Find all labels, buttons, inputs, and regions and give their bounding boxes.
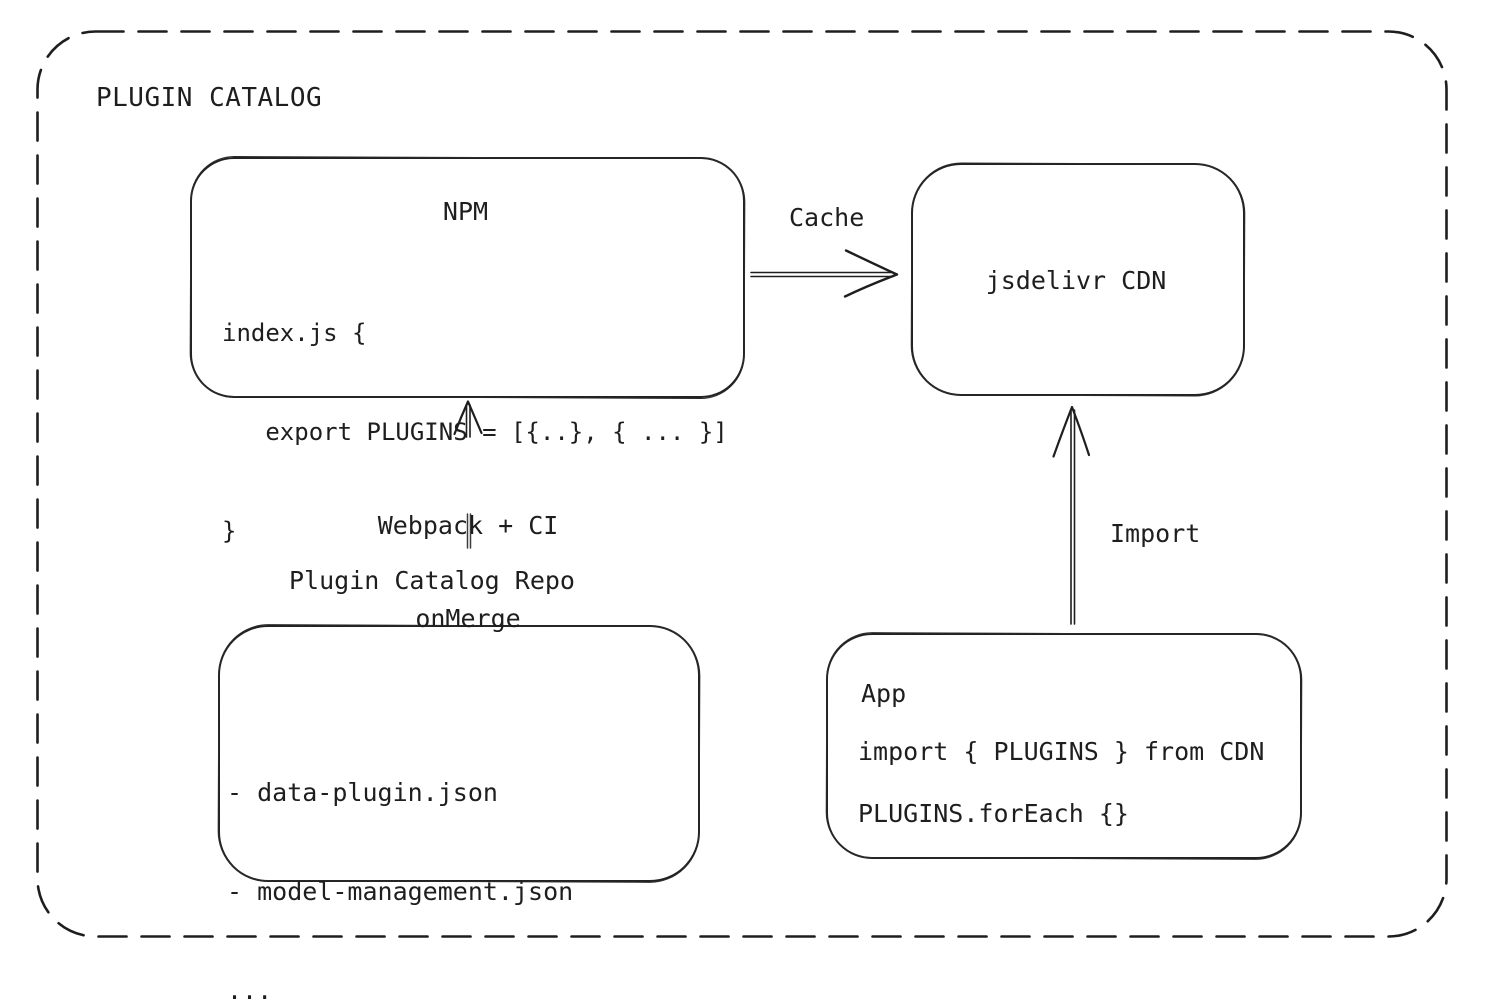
- repo-file-item: ...: [227, 976, 273, 1002]
- repo-file-item: - data-plugin.json: [227, 778, 498, 807]
- repo-file-list: - data-plugin.json - model-management.js…: [227, 710, 573, 1002]
- app-code-line: PLUGINS.forEach {}: [858, 799, 1129, 828]
- app-box-title: App: [861, 679, 907, 708]
- npm-box-title: NPM: [442, 197, 489, 226]
- import-arrow: [1052, 405, 1091, 625]
- jsdelivr-cdn-label: jsdelivr CDN: [985, 266, 1167, 295]
- npm-code-line: export PLUGINS = [{..}, { ... }]: [222, 418, 728, 446]
- diagram-title: PLUGIN CATALOG: [96, 83, 323, 113]
- webpack-ci-label-line: Webpack + CI: [377, 511, 559, 540]
- app-code-line: import { PLUGINS } from CDN: [858, 737, 1265, 766]
- cache-arrow: [750, 249, 899, 298]
- repo-file-item: - model-management.json: [227, 877, 574, 906]
- npm-code-line: index.js {: [222, 319, 367, 347]
- onmerge-label-line: onMerge: [415, 604, 521, 633]
- plugin-catalog-repo-heading: Plugin Catalog Repo: [289, 566, 575, 595]
- import-arrow-label: Import: [1110, 519, 1201, 548]
- cache-arrow-label: Cache: [789, 203, 865, 232]
